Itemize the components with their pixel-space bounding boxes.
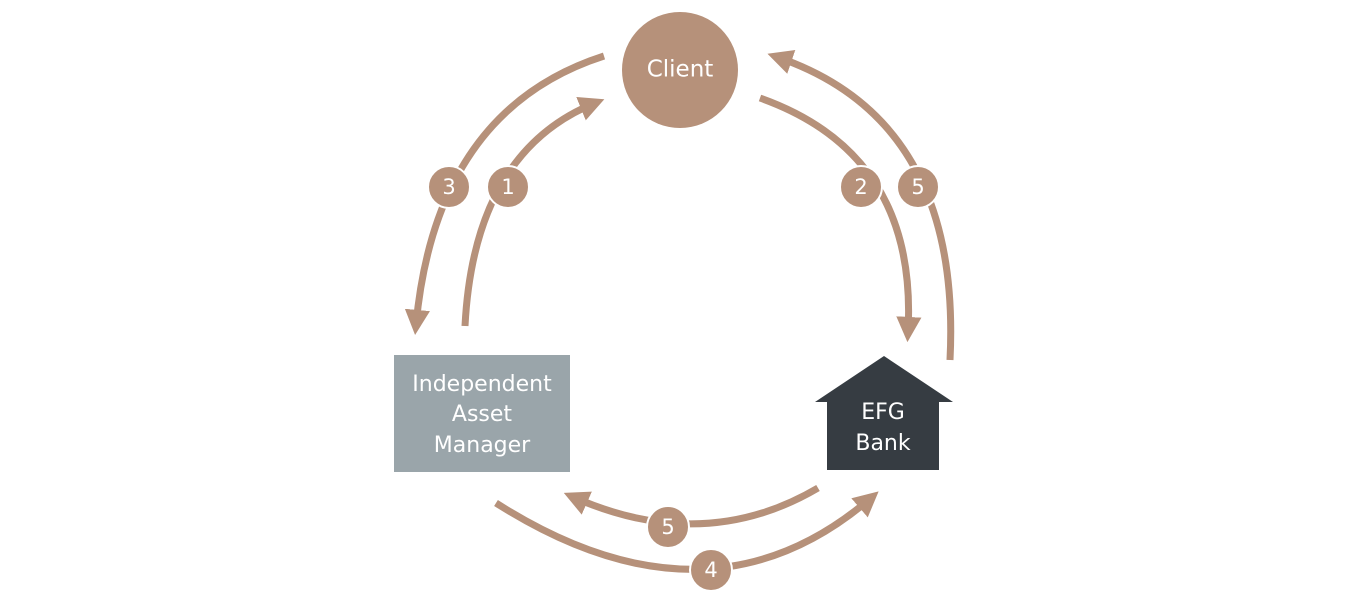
arrow-step-5-bank-to-client: [767, 49, 955, 361]
arrow-step-2-client-to-bank: [758, 94, 922, 343]
client-node: Client: [622, 12, 738, 128]
step-badge-2: 2: [839, 165, 883, 209]
svg-text:3: 3: [442, 175, 455, 199]
svg-text:2: 2: [854, 175, 867, 199]
client-circle: [622, 12, 738, 128]
efg-bank-node: EFG Bank: [815, 356, 953, 470]
client-label: Client: [647, 57, 714, 83]
manager-label-line-2: Asset: [452, 402, 513, 427]
step-badge-5-right: 5: [896, 165, 940, 209]
bank-label-line-2: Bank: [855, 431, 911, 456]
manager-label-line-3: Manager: [434, 433, 531, 458]
svg-text:4: 4: [704, 558, 717, 582]
step-badge-5-bottom: 5: [646, 505, 690, 549]
arrow-step-5-bank-to-manager: [563, 484, 820, 528]
step-badge-1: 1: [486, 165, 530, 209]
independent-asset-manager-node: Independent Asset Manager: [394, 355, 570, 472]
manager-box: [394, 355, 570, 472]
bank-house-icon: [815, 356, 953, 470]
step-badge-3: 3: [427, 165, 471, 209]
step-badge-4: 4: [689, 548, 733, 592]
arrow-step-3-client-to-manager: [404, 52, 606, 336]
bank-label-line-1: EFG: [861, 400, 905, 425]
manager-label-line-1: Independent: [412, 372, 552, 397]
svg-text:5: 5: [661, 515, 674, 539]
svg-text:5: 5: [911, 175, 924, 199]
svg-text:1: 1: [501, 175, 514, 199]
